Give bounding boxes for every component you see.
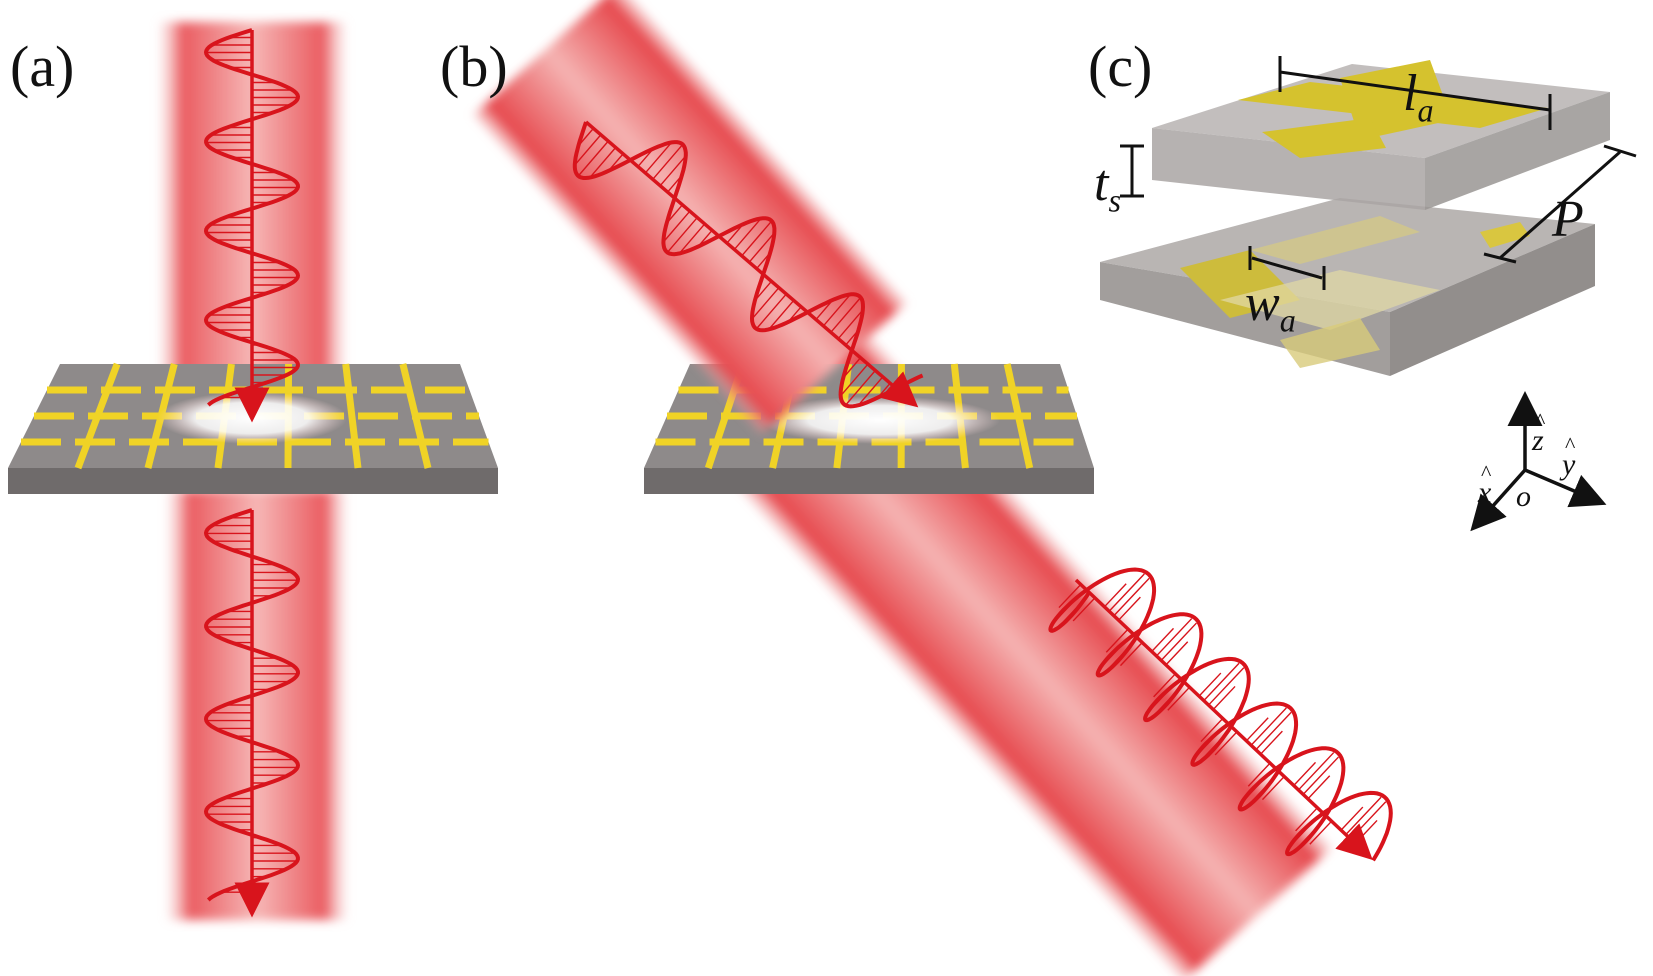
field-vector <box>1105 628 1129 653</box>
field-vector <box>666 217 698 253</box>
field-vector <box>574 134 602 166</box>
field-vector <box>1350 801 1387 840</box>
field-vector <box>1200 717 1224 743</box>
field-vector <box>1165 641 1189 666</box>
metasurface-b <box>644 362 1094 494</box>
field-vector <box>1118 596 1141 621</box>
unit-cell-top-layer <box>1152 60 1610 210</box>
field-vector <box>644 141 673 174</box>
field-vector <box>1345 796 1382 836</box>
field-vector <box>748 232 775 263</box>
field-vector <box>1261 776 1285 801</box>
field-vector <box>857 376 884 406</box>
propagation-arrow <box>1074 578 1373 861</box>
beam-spot-b <box>760 396 1000 444</box>
field-vector <box>1160 622 1197 661</box>
field-vector <box>741 220 773 257</box>
field-vector <box>1119 642 1143 667</box>
coordinate-axes <box>1470 391 1607 532</box>
field-vector <box>844 370 876 406</box>
field-vector <box>659 155 687 187</box>
field-vector <box>751 287 780 320</box>
field-vector <box>1302 756 1339 795</box>
field-vector <box>830 297 862 333</box>
transmitted-wave-a <box>203 508 301 918</box>
field-vector <box>678 223 706 254</box>
axis-label-y: ^y <box>1562 432 1576 481</box>
field-vector <box>1167 686 1191 711</box>
field-vector <box>1151 627 1175 652</box>
panel-label-a: (a) <box>10 34 75 99</box>
label-wa: wa <box>1245 275 1296 339</box>
field-vector <box>1354 819 1378 845</box>
label-P: P <box>1552 191 1584 248</box>
transmitted-beam-a <box>168 490 346 920</box>
field-vector <box>1293 761 1317 786</box>
field-vector <box>837 309 864 340</box>
propagation-arrow <box>584 120 919 408</box>
field-vector <box>1212 685 1236 711</box>
field-vector <box>1072 597 1096 622</box>
field-vector <box>733 217 762 250</box>
field-vector <box>589 147 617 178</box>
field-vector <box>1260 730 1283 755</box>
field-vector <box>1297 752 1335 791</box>
axis-label-z: ^z <box>1532 408 1546 457</box>
field-vector <box>1255 711 1292 751</box>
field-vector <box>1203 662 1240 702</box>
label-ts: ts <box>1094 155 1121 219</box>
incident-beam-b <box>473 0 907 435</box>
transmitted-helical-wave-b <box>1048 567 1393 862</box>
field-vector <box>1245 717 1269 742</box>
incident-wave-a <box>203 28 301 423</box>
incident-wave-b <box>572 120 924 409</box>
axis-label-x: ^x <box>1478 460 1492 509</box>
dimension-ts <box>1120 144 1144 198</box>
field-vector <box>1155 618 1193 657</box>
grid-line <box>342 363 362 469</box>
label-la: la <box>1403 65 1434 129</box>
field-vector <box>1214 731 1238 756</box>
unit-cell-bottom-layer <box>1100 198 1595 376</box>
axis-label-origin: o <box>1516 480 1531 513</box>
field-vector <box>652 144 684 180</box>
dimension-wa <box>1248 246 1326 290</box>
field-vector <box>1153 673 1176 698</box>
panel-label-b: (b) <box>440 34 508 99</box>
dimension-P <box>1483 144 1637 264</box>
field-vector <box>768 299 795 330</box>
field-vector <box>1340 806 1364 831</box>
field-vector <box>1108 573 1145 612</box>
field-vector <box>1247 762 1271 787</box>
field-vector <box>840 363 869 397</box>
field-vector <box>1103 583 1127 608</box>
field-vector <box>577 140 609 177</box>
field-vector <box>1058 583 1082 609</box>
field-vector <box>1307 775 1331 800</box>
field-vector <box>1309 820 1333 845</box>
dimension-la <box>1278 56 1552 130</box>
panel-b-oblique-incidence <box>473 0 1393 976</box>
field-vector <box>662 210 691 243</box>
field-vector <box>1198 672 1222 697</box>
field-vector <box>1250 707 1287 746</box>
field-vector <box>755 293 787 330</box>
field-vector <box>1295 807 1318 832</box>
panel-label-c: (c) <box>1088 34 1153 99</box>
field-vector <box>1113 577 1150 617</box>
panel-a-normal-incidence <box>8 22 498 920</box>
field-vector <box>822 293 851 327</box>
panel-c-unit-cell <box>1100 56 1637 532</box>
field-vector <box>1208 667 1245 706</box>
